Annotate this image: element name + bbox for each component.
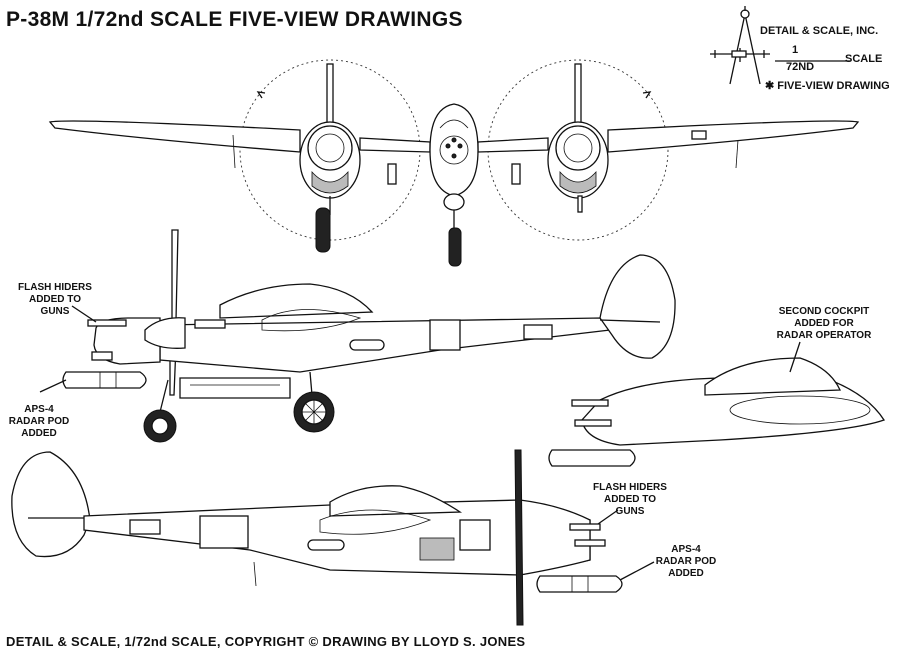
right-side-view bbox=[11, 449, 655, 626]
logo-scale-den: 72ND bbox=[786, 61, 815, 73]
right-wing bbox=[607, 120, 860, 153]
callout-line: ADDED FOR bbox=[794, 318, 854, 329]
compass-aircraft-logo bbox=[710, 6, 850, 85]
lower-propeller bbox=[514, 449, 524, 626]
lower-canopy bbox=[329, 485, 463, 517]
logo-scale-label: SCALE bbox=[845, 53, 883, 65]
left-wing bbox=[48, 120, 301, 153]
callout-line: APS-4 bbox=[671, 544, 701, 555]
left-fin bbox=[326, 63, 334, 127]
lower-tail-fin bbox=[11, 451, 91, 558]
callout-line: ADDED TO bbox=[603, 494, 657, 505]
footer-copyright: DETAIL & SCALE, 1/72nd SCALE, COPYRIGHT … bbox=[6, 634, 526, 649]
callout-line: RADAR OPERATOR bbox=[776, 330, 872, 341]
right-fin bbox=[574, 63, 582, 127]
callout-flash-hiders-left: FLASH HIDERS ADDED TO GUNS bbox=[10, 282, 100, 318]
callout-aps4-right: APS-4 RADAR POD ADDED bbox=[646, 544, 726, 580]
right-prop-arc bbox=[487, 59, 669, 241]
nose-wheel bbox=[448, 227, 462, 267]
callout-line: FLASH HIDERS bbox=[18, 282, 92, 293]
second-canopy bbox=[704, 357, 841, 396]
left-side-view bbox=[39, 229, 676, 443]
logo-five-view-label: FIVE-VIEW DRAWING bbox=[777, 80, 890, 92]
tail-fin bbox=[599, 254, 676, 359]
callout-second-cockpit: SECOND COCKPIT ADDED FOR RADAR OPERATOR bbox=[762, 306, 886, 342]
callout-line: ADDED bbox=[21, 428, 57, 439]
page-title: P-38M 1/72nd SCALE FIVE-VIEW DRAWINGS bbox=[6, 8, 463, 31]
propeller-blade-top bbox=[171, 229, 179, 321]
callout-line: GUNS bbox=[615, 506, 645, 517]
callout-line: SECOND COCKPIT bbox=[778, 306, 870, 317]
second-cockpit-detail bbox=[548, 341, 885, 467]
callout-line: RADAR POD bbox=[8, 416, 70, 427]
front-view bbox=[48, 59, 860, 267]
callout-line: APS-4 bbox=[24, 404, 54, 415]
star-icon: ✱ bbox=[765, 80, 778, 92]
rotation-arrow-left bbox=[256, 91, 266, 99]
aps4-radar-pod-left bbox=[62, 371, 147, 389]
left-main-wheel bbox=[315, 207, 331, 253]
aps4-radar-pod-detail bbox=[548, 449, 636, 467]
callout-line: FLASH HIDERS bbox=[593, 482, 667, 493]
logo-scale-num: 1 bbox=[792, 44, 799, 56]
callout-line: ADDED bbox=[668, 568, 704, 579]
callout-line: GUNS bbox=[40, 306, 70, 317]
callout-line: RADAR POD bbox=[655, 556, 717, 567]
canopy bbox=[219, 283, 374, 319]
callout-line: ADDED TO bbox=[28, 294, 82, 305]
callout-aps4-left: APS-4 RADAR POD ADDED bbox=[4, 404, 74, 440]
logo-five-view: ✱ FIVE-VIEW DRAWING bbox=[765, 79, 890, 92]
callout-flash-hiders-right: FLASH HIDERS ADDED TO GUNS bbox=[585, 482, 675, 518]
nacelle-side-detail bbox=[581, 377, 885, 446]
rotation-arrow-right bbox=[642, 91, 652, 99]
aps4-radar-pod-right bbox=[536, 575, 623, 593]
logo-company: DETAIL & SCALE, INC. bbox=[760, 25, 879, 37]
central-nacelle bbox=[429, 103, 479, 197]
